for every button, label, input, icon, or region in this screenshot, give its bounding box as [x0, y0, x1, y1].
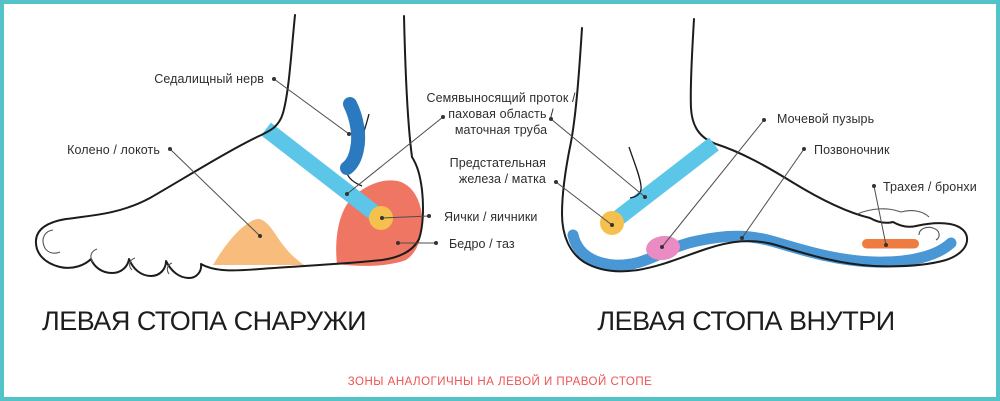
- right-foot-outline: [561, 18, 969, 273]
- label-trachea-bronchi: Трахея / бронхи: [883, 180, 977, 194]
- footer-note: ЗОНЫ АНАЛОГИЧНЫ НА ЛЕВОЙ И ПРАВОЙ СТОПЕ: [347, 376, 653, 388]
- leader-lines: [168, 77, 888, 249]
- label-testicles-ovaries: Яички / яичники: [444, 210, 538, 224]
- spine-band: [567, 229, 957, 271]
- leader-prostate-uterus: [555, 181, 613, 226]
- leader-bladder: [661, 119, 765, 248]
- label-bladder: Мочевой пузырь: [777, 112, 875, 126]
- leader-knee-elbow: [169, 148, 261, 237]
- left-foot-outline: [34, 14, 424, 279]
- right-foot-group: [561, 18, 969, 273]
- right-ankle-curve: [628, 146, 642, 199]
- left-toe-nails: [42, 229, 173, 275]
- label-hip-pelvis: Бедро / таз: [449, 237, 515, 251]
- label-line: Семявыносящий проток /: [426, 91, 576, 105]
- groin-stripe-left: [261, 122, 386, 225]
- knee-elbow-zone: [213, 218, 304, 265]
- leader-testicles-ovaries: [381, 215, 430, 219]
- sciatic-nerve-zone: [340, 97, 366, 175]
- label-spine: Позвоночник: [814, 143, 890, 157]
- leader-trachea-bronchi: [873, 185, 887, 246]
- label-line: маточная труба: [454, 123, 548, 137]
- left-foot-title: ЛЕВАЯ СТОПА СНАРУЖИ: [41, 306, 367, 336]
- label-prostate-uterus: Предстательная железа / матка: [450, 155, 546, 187]
- leader-vas-right: [550, 118, 646, 198]
- trachea-bronchi-zone: [862, 239, 919, 249]
- groin-stripe-right: [608, 137, 719, 229]
- label-line: железа / матка: [458, 172, 546, 186]
- right-toe-lines: [856, 208, 940, 241]
- label-knee-elbow: Колено / локоть: [67, 143, 160, 157]
- label-line: Предстательная: [449, 156, 546, 170]
- left-foot-group: [34, 14, 424, 279]
- label-vas-deferens-groin-tube: Семявыносящий проток / паховая область /…: [424, 90, 578, 138]
- leader-sciatic-nerve: [273, 78, 350, 135]
- leader-spine: [741, 148, 805, 239]
- right-foot-title: ЛЕВАЯ СТОПА ВНУТРИ: [597, 306, 895, 336]
- label-sciatic-nerve: Седалищный нерв: [154, 72, 264, 86]
- leader-vas-left: [346, 116, 444, 195]
- label-line: паховая область /: [448, 107, 554, 121]
